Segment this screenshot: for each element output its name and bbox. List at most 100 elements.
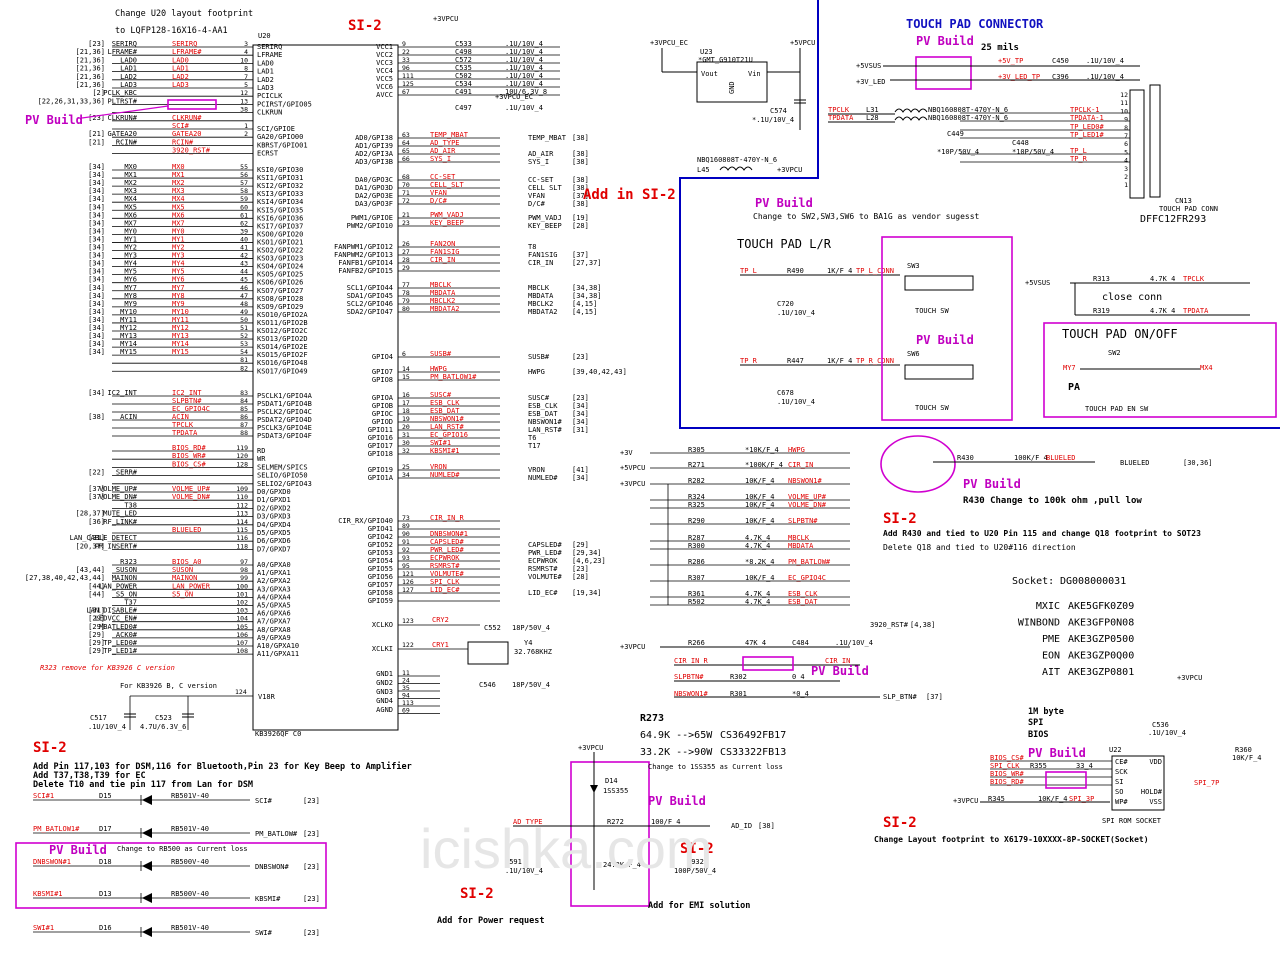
vendor-name: AIT	[1042, 667, 1060, 678]
pin-function: D0/GPXD0	[257, 488, 291, 496]
vcc-pin-function: VCC4	[376, 67, 393, 75]
pin-function: PSCLK2/GPIO4C	[257, 408, 312, 416]
pin-function: PSCLK1/GPIO4A	[257, 392, 313, 400]
svg-text:+3VPCU: +3VPCU	[620, 643, 645, 651]
pin-number: 52	[240, 332, 248, 340]
pin-ref: [37]	[572, 192, 589, 200]
pin-number: 102	[236, 599, 248, 607]
vcc-cap-ref: C498	[455, 48, 472, 56]
pin-signal: VOLME_DN#	[99, 493, 138, 501]
pin-net: SUSON	[172, 566, 193, 574]
pin-signal: MY1	[124, 235, 137, 243]
pin-ref: [27,38,40,42,43,44]	[25, 574, 105, 582]
pin-number: 51	[240, 324, 248, 332]
pullup-ref: R324	[688, 493, 705, 501]
pin-function: A6/GPXA6	[257, 610, 291, 618]
pin-function: FANPWM2/GPIO13	[334, 251, 393, 259]
pin-function: GPIO42	[368, 533, 393, 541]
pullup-value: *100K/F_4	[745, 461, 783, 469]
pin-number: 39	[240, 227, 248, 235]
svg-text:C536: C536	[1152, 721, 1169, 729]
pin-function: SCL2/GPIO46	[347, 300, 393, 308]
pin-ref: [22,26,31,33,36]	[38, 97, 105, 105]
pin-net: VRON	[430, 463, 447, 471]
pin-net: LID_EC#	[430, 586, 460, 594]
pin-function: PSCLK3/GPIO4E	[257, 424, 312, 432]
svg-text:Delete Q18 and tied to U20#116: Delete Q18 and tied to U20#116 direction	[883, 543, 1076, 552]
pin-net: FAN1SIG	[430, 248, 460, 256]
pullup-rail: +5VPCU	[620, 464, 645, 472]
gnd-pin: GND2	[376, 679, 393, 687]
pin-ref: [37]	[88, 485, 105, 493]
svg-text:R345: R345	[988, 795, 1005, 803]
tpconn-pin-number: 9	[1124, 116, 1128, 124]
pin-ref: [34]	[88, 284, 105, 292]
pin-function: GPIO56	[368, 573, 393, 581]
pin-ref: [21,36]	[75, 81, 105, 89]
pin-number: 18	[402, 407, 410, 415]
pin-net: TPDATA	[172, 429, 198, 437]
vcc-pin-number: 111	[402, 72, 414, 80]
pin-function: D3/GPXD3	[257, 513, 291, 521]
pin-net: CLKRUN#	[172, 114, 202, 122]
pin-number: 62	[240, 219, 248, 227]
svg-text:Vin: Vin	[748, 70, 761, 78]
pin-number: 127	[402, 586, 414, 594]
pin-number: 118	[236, 542, 248, 550]
svg-text:R273: R273	[640, 713, 664, 724]
pin-net: EC_GPIO16	[430, 431, 468, 439]
pin-destination: VRON	[528, 466, 545, 474]
pullup-net: MBDATA	[788, 542, 814, 550]
svg-text:1K/F_4: 1K/F_4	[827, 267, 852, 275]
pin-number: 23	[402, 219, 410, 227]
pin-number: 104	[236, 615, 248, 623]
pin-net: PWR_LED#	[430, 546, 465, 554]
svg-text:.1U/10V_4: .1U/10V_4	[1148, 729, 1186, 737]
pin-ref: [2]	[92, 89, 105, 97]
pin-ref: [4,15]	[572, 308, 597, 316]
svg-text:100P/50V_4: 100P/50V_4	[674, 867, 716, 875]
svg-text:[37]: [37]	[926, 693, 943, 701]
pullup-value: *10K/F_4	[745, 446, 779, 454]
pin-signal: LAD3	[120, 81, 137, 89]
pullup-value: 4.7K_4	[745, 534, 770, 542]
pin-ref: [38]	[572, 200, 589, 208]
tpconn-pin-number: 4	[1124, 157, 1128, 165]
vcc-cap-ref: C572	[455, 56, 472, 64]
pin-ref: [28]	[572, 222, 589, 230]
vcc-pin-number: 67	[402, 88, 410, 96]
pin-function: PSDAT1/GPIO4B	[257, 400, 312, 408]
pin-ref: [34]	[88, 187, 105, 195]
svg-text:TOUCH PAD CONN: TOUCH PAD CONN	[1159, 205, 1218, 213]
svg-text:*10P/50V_4: *10P/50V_4	[937, 148, 979, 156]
pin-function: AD3/GPI3B	[355, 158, 393, 166]
pin-ref: [34]	[88, 252, 105, 260]
svg-text:10K/F_4: 10K/F_4	[1038, 795, 1068, 803]
pullup-net: PM_BATLOW#	[788, 558, 831, 566]
svg-text:TOUCH PAD L/R: TOUCH PAD L/R	[737, 237, 832, 251]
watermark: icishka.com	[420, 817, 713, 880]
diode-part: RB501V-40	[171, 924, 209, 932]
pin-signal: MX2	[124, 179, 137, 187]
pullup-net: NBSWON1#	[788, 477, 823, 485]
diode-part: RB501V-40	[171, 825, 209, 833]
pin-number: 12	[240, 89, 248, 97]
vcc-cap-value: .1U/10V_4	[505, 56, 543, 64]
svg-text:PV Build: PV Build	[1028, 746, 1086, 760]
pin-net: ESB_CLK	[430, 399, 460, 407]
pin-net: MX5	[172, 203, 185, 211]
u22-pin-right: VDD	[1149, 758, 1162, 766]
vcc-pin-function: VCC5	[376, 75, 393, 83]
pin-net: LFRAME#	[172, 48, 202, 56]
pin-function: D1/GPXD1	[257, 496, 291, 504]
pin-destination: T17	[528, 442, 541, 450]
svg-text:100K/F_4: 100K/F_4	[1014, 454, 1048, 462]
pin-function: LAD2	[257, 76, 274, 84]
pin-ref: [34]	[88, 211, 105, 219]
pin-destination: KEY_BEEP	[528, 222, 562, 230]
pin-ref: [34]	[88, 227, 105, 235]
pin-number: 29	[402, 264, 410, 272]
pin-signal: LFRAME#	[107, 48, 137, 56]
pullup-value: 4.7K_4	[745, 598, 770, 606]
